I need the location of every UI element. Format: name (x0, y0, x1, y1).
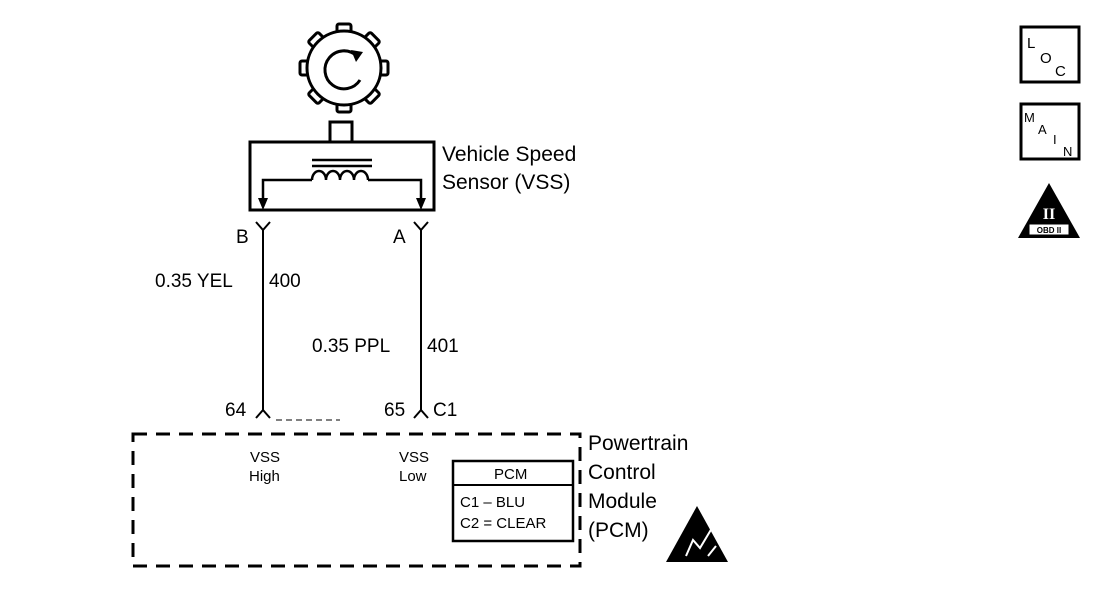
terminal-b-label: B (236, 227, 249, 248)
pickup-coil-icon (261, 158, 423, 206)
obd-ii-icon[interactable]: II OBD II (1018, 183, 1080, 238)
vss-low-line1: VSS (399, 449, 429, 466)
svg-text:M: M (1024, 110, 1035, 125)
terminal-a-label: A (393, 227, 406, 248)
legend-row1: C1 – BLU (460, 494, 525, 511)
wire1-circuit-label: 400 (269, 271, 301, 292)
pin-64-label: 64 (225, 400, 247, 421)
terminal-a-connector (413, 221, 429, 232)
svg-text:OBD II: OBD II (1037, 226, 1061, 235)
wire2-color-label: 0.35 PPL (312, 336, 390, 357)
svg-text:L: L (1027, 35, 1035, 52)
loc-icon[interactable]: L O C (1019, 25, 1081, 84)
connector-c1-label: C1 (433, 400, 457, 421)
svg-text:N: N (1063, 144, 1072, 159)
wire2-circuit-label: 401 (427, 336, 459, 357)
vss-high-line2: High (249, 468, 280, 485)
pcm-name-line3: Module (588, 490, 657, 513)
sensor-name-line2: Sensor (VSS) (442, 171, 570, 194)
wire1-color-label: 0.35 YEL (155, 271, 233, 292)
vss-high-line1: VSS (250, 449, 280, 466)
sensor-shaft (328, 120, 354, 144)
svg-text:II: II (1043, 206, 1055, 223)
reluctor-gear-icon (298, 22, 390, 114)
pcm-name-line4: (PCM) (588, 519, 649, 542)
pcm-boundary (131, 432, 582, 568)
svg-text:O: O (1040, 50, 1052, 67)
svg-text:A: A (1038, 122, 1047, 137)
rotation-arrow-icon (323, 49, 362, 91)
legend-row2: C2 = CLEAR (460, 515, 546, 532)
vss-low-line2: Low (399, 468, 427, 485)
legend-title: PCM (494, 466, 527, 483)
terminal-b-connector (255, 221, 271, 232)
main-icon[interactable]: M A I N (1019, 102, 1081, 161)
svg-text:I: I (1053, 132, 1057, 147)
pin-65-label: 65 (384, 400, 405, 421)
esd-warning-icon (666, 506, 728, 562)
pcm-connector-legend (451, 459, 575, 543)
pcm-name-line1: Powertrain (588, 432, 688, 455)
pin-64-connector (255, 408, 271, 419)
sensor-name-line1: Vehicle Speed (442, 143, 576, 166)
pcm-name-line2: Control (588, 461, 656, 484)
svg-text:C: C (1055, 63, 1066, 80)
pin-65-connector (413, 408, 429, 419)
